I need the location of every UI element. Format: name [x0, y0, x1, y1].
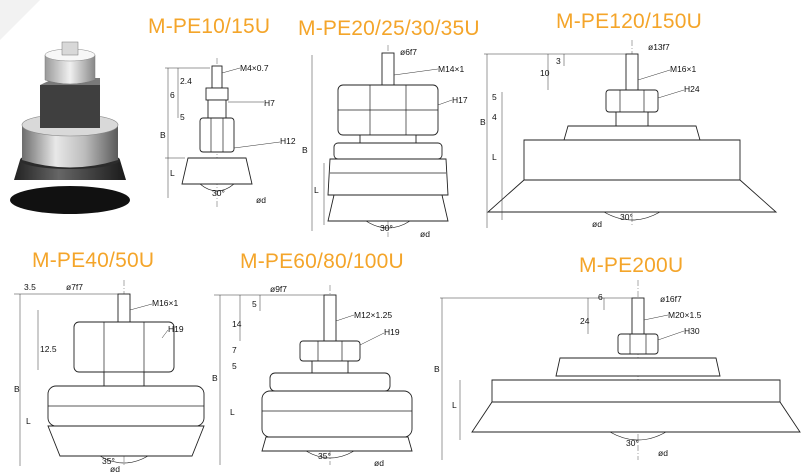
label-hex: H30 — [684, 326, 700, 336]
label-thread: M4×0.7 — [240, 63, 269, 73]
drawing-pe120: 10 3 5 4 B L ø13f7 M16×1 H24 30° ød — [480, 40, 804, 235]
label-L: L — [452, 400, 457, 410]
label-dim-top: 14 — [232, 319, 242, 329]
label-B: B — [434, 364, 440, 374]
label-angle: 35° — [318, 451, 331, 461]
label-od: ød — [256, 195, 266, 205]
label-dim-c: 5 — [232, 361, 237, 371]
label-shaft: ø6f7 — [400, 47, 417, 57]
label-B: B — [480, 117, 486, 127]
title-pe120: M-PE120/150U — [556, 10, 702, 33]
label-angle: 30° — [212, 188, 225, 198]
label-B: B — [160, 130, 166, 140]
label-dim-top: 3.5 — [24, 282, 36, 292]
label-thread: M16×1 — [670, 64, 696, 74]
label-L: L — [314, 185, 319, 195]
title-pe20: M-PE20/25/30/35U — [298, 17, 480, 40]
label-L: L — [492, 152, 497, 162]
label-dim-a: 2.4 — [180, 76, 192, 86]
label-dim-b: 12.5 — [40, 344, 57, 354]
label-dim-a: 5 — [252, 299, 257, 309]
label-L: L — [170, 168, 175, 178]
label-dim-b: 5 — [492, 92, 497, 102]
label-shaft: ø7f7 — [66, 282, 83, 292]
label-dim-a: 24 — [580, 316, 590, 326]
drawing-pe200: 6 24 B L ø16f7 M20×1.5 H30 30° ød — [434, 280, 805, 470]
drawing-pe20: B L ø6f7 M14×1 H17 30° ød — [300, 45, 475, 240]
label-angle: 30° — [626, 438, 639, 448]
label-hex: H24 — [684, 84, 700, 94]
label-hex: H12 — [280, 136, 296, 146]
title-pe200: M-PE200U — [579, 254, 684, 277]
label-shaft: ø9f7 — [270, 284, 287, 294]
label-L: L — [230, 407, 235, 417]
label-dim-top: 6 — [170, 90, 175, 100]
title-pe60: M-PE60/80/100U — [240, 250, 404, 273]
label-dim-top: 6 — [598, 292, 603, 302]
label-od: ød — [592, 219, 602, 229]
label-dim-b: 5 — [180, 112, 185, 122]
label-angle: 30° — [620, 212, 633, 222]
label-nut: H7 — [264, 98, 275, 108]
label-thread: M14×1 — [438, 64, 464, 74]
label-dim-top: 10 — [540, 68, 550, 78]
drawing-pe60: 14 5 7 5 B L ø9f7 M12×1.25 H19 35° ød — [212, 284, 424, 470]
label-shaft: ø16f7 — [660, 294, 682, 304]
label-thread: M12×1.25 — [354, 310, 392, 320]
label-od: ød — [110, 464, 120, 473]
label-shaft: ø13f7 — [648, 42, 670, 52]
title-pe10: M-PE10/15U — [148, 15, 271, 38]
label-od: ød — [658, 448, 668, 458]
drawing-pe40: 3.5 12.5 B L ø7f7 M16×1 H19 35° ød — [14, 280, 205, 473]
label-od: ød — [420, 229, 430, 239]
label-B: B — [14, 384, 20, 394]
product-photo — [0, 30, 140, 220]
label-hex: H19 — [384, 327, 400, 337]
label-thread: M16×1 — [152, 298, 178, 308]
label-dim-b: 7 — [232, 345, 237, 355]
label-od: ød — [374, 458, 384, 468]
label-angle: 30° — [380, 223, 393, 233]
drawing-pe10: 6 2.4 5 B L M4×0.7 H7 H12 30° ød — [160, 58, 296, 218]
label-hex: H19 — [168, 324, 184, 334]
label-L: L — [26, 416, 31, 426]
label-thread: M20×1.5 — [668, 310, 702, 320]
label-angle: 35° — [102, 456, 115, 466]
label-dim-a: 3 — [556, 56, 561, 66]
label-B: B — [212, 373, 218, 383]
label-hex: H17 — [452, 95, 468, 105]
corner-watermark — [0, 0, 40, 40]
label-dim-c: 4 — [492, 112, 497, 122]
label-B: B — [302, 145, 308, 155]
title-pe40: M-PE40/50U — [32, 249, 155, 272]
